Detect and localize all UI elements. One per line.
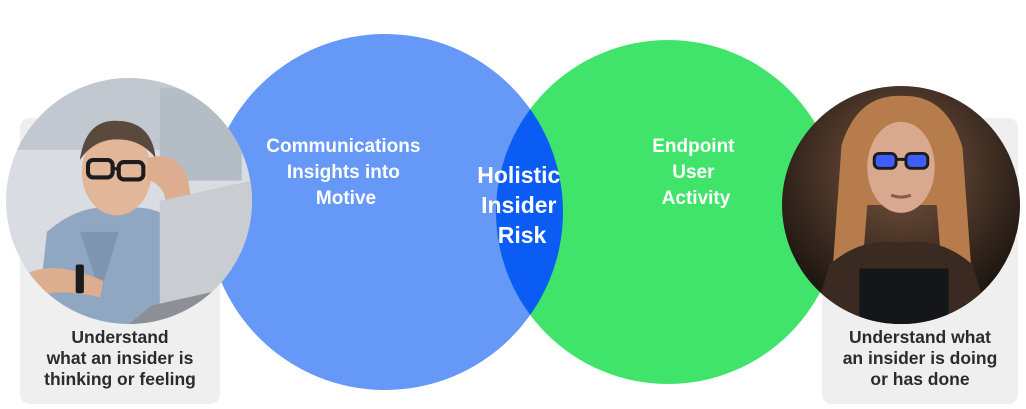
endpoint-circle: [496, 40, 840, 384]
man-at-laptop-photo: [6, 78, 252, 324]
overlap-label: Holistic Insider Risk: [477, 162, 566, 248]
woman-at-screen-photo: [782, 86, 1020, 324]
communications-circle: [207, 34, 563, 390]
left-circle-label: Communications Insights into Motive: [266, 136, 425, 209]
left-caption: Understand what an insider is thinking o…: [44, 327, 196, 389]
right-circle-label: Endpoint User Activity: [652, 136, 740, 209]
right-caption: Understand what an insider is doing or h…: [842, 327, 998, 389]
